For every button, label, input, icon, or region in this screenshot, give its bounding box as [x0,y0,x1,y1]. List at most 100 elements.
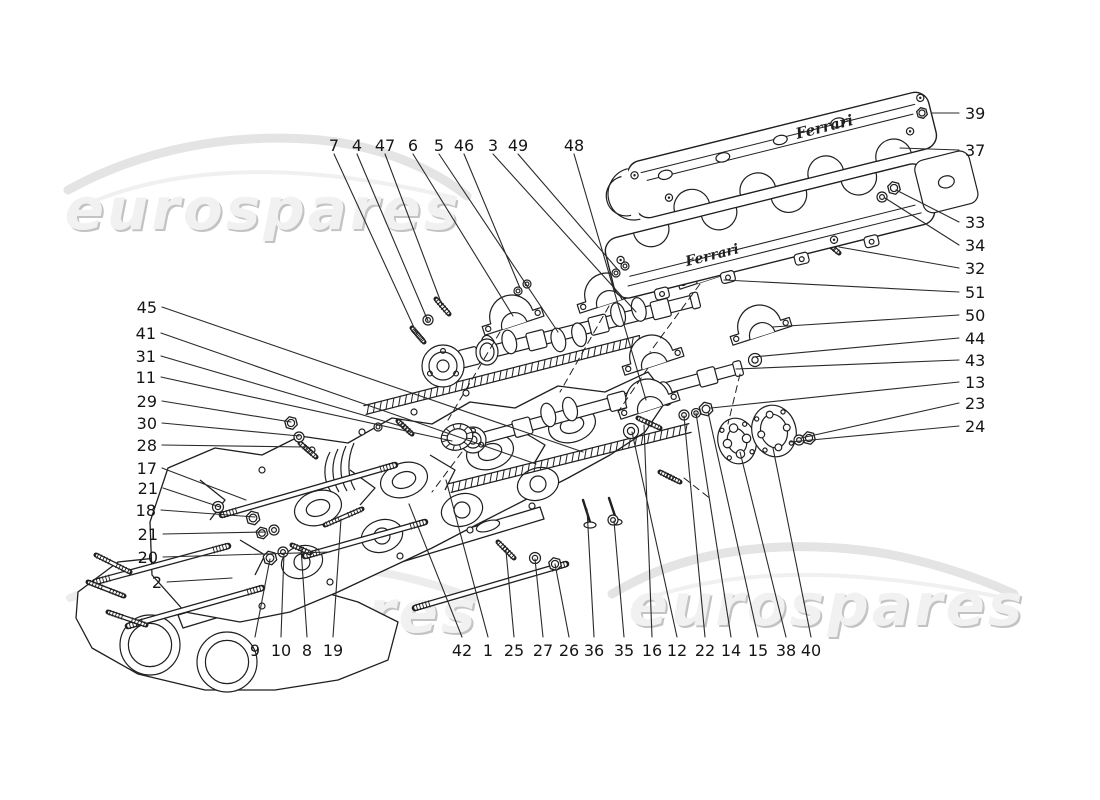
thread [142,621,146,628]
chain-link [498,370,502,381]
callout-6: 6 [408,136,514,317]
stud-hole [462,389,470,397]
chain-link [451,481,455,493]
cam-retaining-plate [751,404,797,458]
thread [832,246,837,252]
leader-line [356,153,429,322]
part-number-label: 21 [138,525,158,544]
chain-link [539,459,543,471]
part-number-label: 32 [965,259,985,278]
part-number-label: 9 [250,641,260,660]
leader-line [789,425,960,443]
chain-link [530,362,534,373]
cap-bolt-hole [620,409,628,417]
thread [234,507,238,515]
thread [252,586,256,594]
cap-bore [640,352,668,370]
chain-link [473,376,477,388]
leader-line [412,153,514,317]
rod-core [324,508,363,526]
assembly-axis [617,367,649,413]
valve-stem [581,498,592,524]
part-number-label: 22 [695,641,715,660]
thread [97,583,101,589]
callout-41: 41 [136,324,537,465]
chain-link [536,360,540,372]
leader-line [739,451,787,638]
hub-bolt-hole [426,370,433,377]
thread [221,543,225,551]
nut-hex [284,416,298,430]
leader-line [631,431,678,638]
thread [309,450,314,456]
thread [117,591,121,597]
chain-link [590,447,593,458]
thread [111,610,115,617]
leader-line [463,153,521,289]
thread [246,588,250,596]
thread [255,585,259,593]
cap-bolt-hole [670,393,677,401]
leader-line [613,520,625,638]
callout-11: 11 [136,368,453,442]
thread [673,476,677,483]
thread [337,516,341,522]
callout-35: 35 [613,520,634,660]
washer-inner [622,263,628,269]
thread [665,473,670,479]
thread [676,478,680,484]
washer [211,500,225,514]
part-number-label: 47 [375,136,395,155]
thread [107,558,111,565]
washer [293,431,305,443]
chain-link [435,386,439,397]
callout-15: 15 [707,411,768,660]
chain-link [476,475,480,487]
cam-lobe [501,329,518,355]
chain-link [596,445,600,457]
cover-end-shell [607,168,641,221]
callout-48: 48 [564,136,647,401]
callout-1: 1 [445,479,493,660]
thread [224,542,228,551]
bolt-stud [495,539,517,561]
cap-bore [636,396,664,414]
leader-line [160,376,453,442]
nut-bore [918,109,926,117]
thread [638,416,642,422]
cover-screw-dot [832,238,836,241]
thread [412,521,416,529]
seal-tooth [452,444,455,451]
cam-lobe [561,396,579,422]
chain-link [489,472,493,484]
washer-inner [296,434,303,441]
leader-line [707,411,759,638]
chain-link [558,455,562,466]
thread [349,510,353,517]
nut-bore [550,559,560,569]
cam-retaining-plate [717,417,757,465]
nut-hex [245,510,261,526]
leader-line [166,577,233,583]
timing-chain [363,334,642,415]
thread [91,581,95,587]
thread [420,338,426,343]
plate-notch [782,423,791,432]
washer-inner [626,426,636,436]
chain-link [492,371,496,383]
part-number-label: 28 [137,436,157,455]
thread [304,446,309,451]
seal-tooth [458,444,462,450]
thread [416,333,421,338]
cam-lobe [571,322,588,348]
thread [508,552,513,557]
thread [501,545,506,550]
car-swoosh [607,542,1019,599]
thread [409,522,413,530]
washer-outer [268,524,280,536]
thread [108,587,112,594]
thread [130,617,134,624]
